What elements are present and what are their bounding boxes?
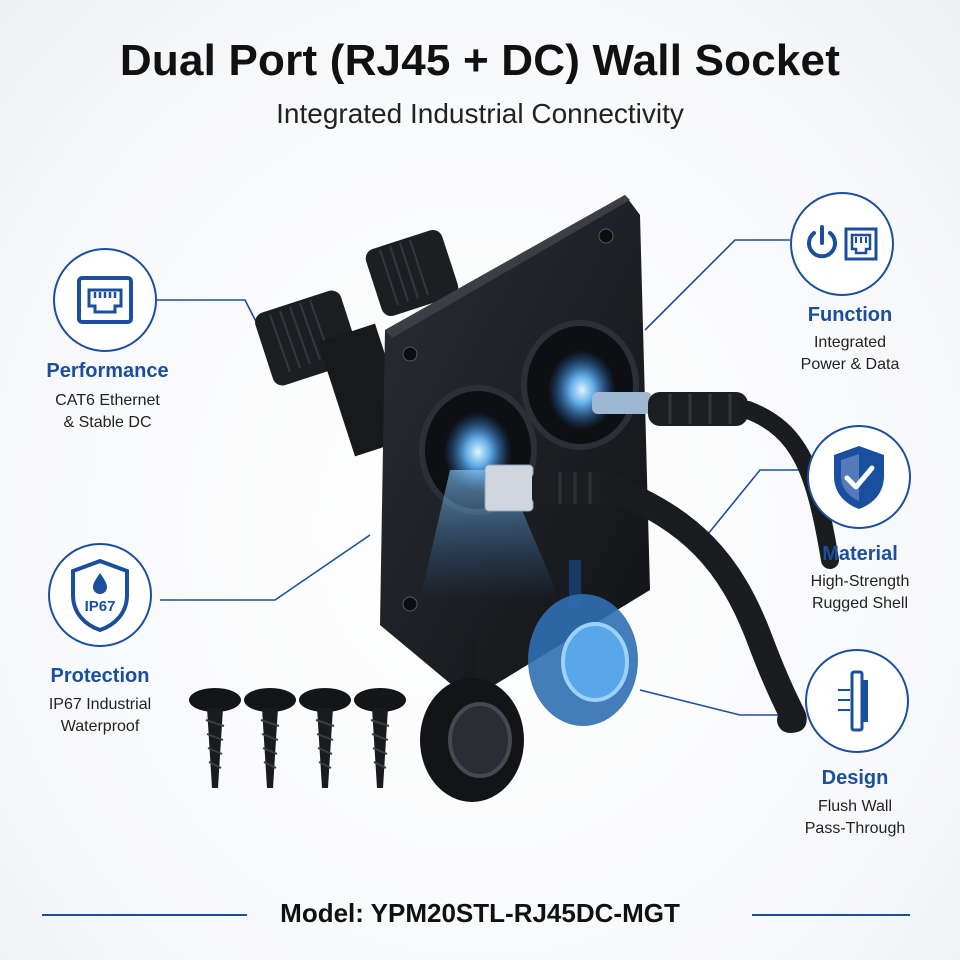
design-circle — [805, 649, 909, 753]
material-title: Material — [822, 543, 898, 565]
mounting-screws — [189, 688, 406, 788]
protection-desc: IP67 Industrial Waterproof — [15, 694, 185, 738]
protection-title: Protection — [50, 665, 150, 687]
screw — [354, 688, 406, 788]
power-ethernet-icon — [807, 225, 878, 261]
design-desc: Flush Wall Pass-Through — [770, 796, 940, 840]
performance-title: Performance — [46, 360, 169, 382]
material-desc-line1: High-Strength — [810, 573, 910, 590]
light-beam — [420, 470, 560, 600]
design-desc-line2: Pass-Through — [804, 820, 906, 837]
function-desc-line1: Integrated — [813, 334, 887, 351]
function-desc-line2: Power & Data — [800, 356, 900, 373]
connector-line-performance — [150, 299, 269, 346]
function-title: Function — [807, 304, 893, 326]
shield-check-icon — [834, 446, 884, 509]
flush-panel-icon — [838, 670, 868, 732]
ip67-badge-text: IP67 — [85, 598, 116, 615]
footer-rule-right — [752, 914, 910, 916]
page-title: Dual Port (RJ45 + DC) Wall Socket — [119, 36, 841, 85]
dc-plug-cable — [592, 392, 839, 569]
dust-caps — [420, 560, 638, 802]
rj45-plug-cable — [484, 464, 807, 733]
screw — [299, 688, 351, 788]
performance-desc: CAT6 Ethernet & Stable DC — [20, 390, 195, 434]
function-circle — [790, 192, 894, 296]
screw — [189, 688, 241, 788]
ip67-shield-icon: IP67 — [71, 558, 129, 633]
material-desc: High-Strength Rugged Shell — [775, 571, 945, 615]
dc-port — [521, 320, 639, 450]
screw — [244, 688, 296, 788]
protection-desc-line1: IP67 Industrial — [48, 696, 152, 713]
page-subtitle: Integrated Industrial Connectivity — [276, 98, 684, 129]
performance-desc-line2: & Stable DC — [63, 414, 152, 431]
connector-line-protection — [160, 534, 371, 601]
performance-circle — [53, 248, 157, 352]
material-circle — [807, 425, 911, 529]
connector-line-material — [694, 469, 800, 551]
design-title: Design — [821, 767, 889, 789]
connector-line-function — [644, 239, 790, 331]
protection-desc-line2: Waterproof — [60, 718, 140, 735]
footer-rule-left — [42, 914, 247, 916]
function-desc: Integrated Power & Data — [765, 332, 935, 376]
design-desc-line1: Flush Wall — [817, 798, 893, 815]
protection-circle: IP67 — [48, 543, 152, 647]
model-number: Model: YPM20STL-RJ45DC-MGT — [280, 898, 680, 928]
material-desc-line2: Rugged Shell — [811, 595, 909, 612]
performance-desc-line1: CAT6 Ethernet — [55, 392, 160, 409]
ethernet-port-icon — [77, 276, 133, 324]
